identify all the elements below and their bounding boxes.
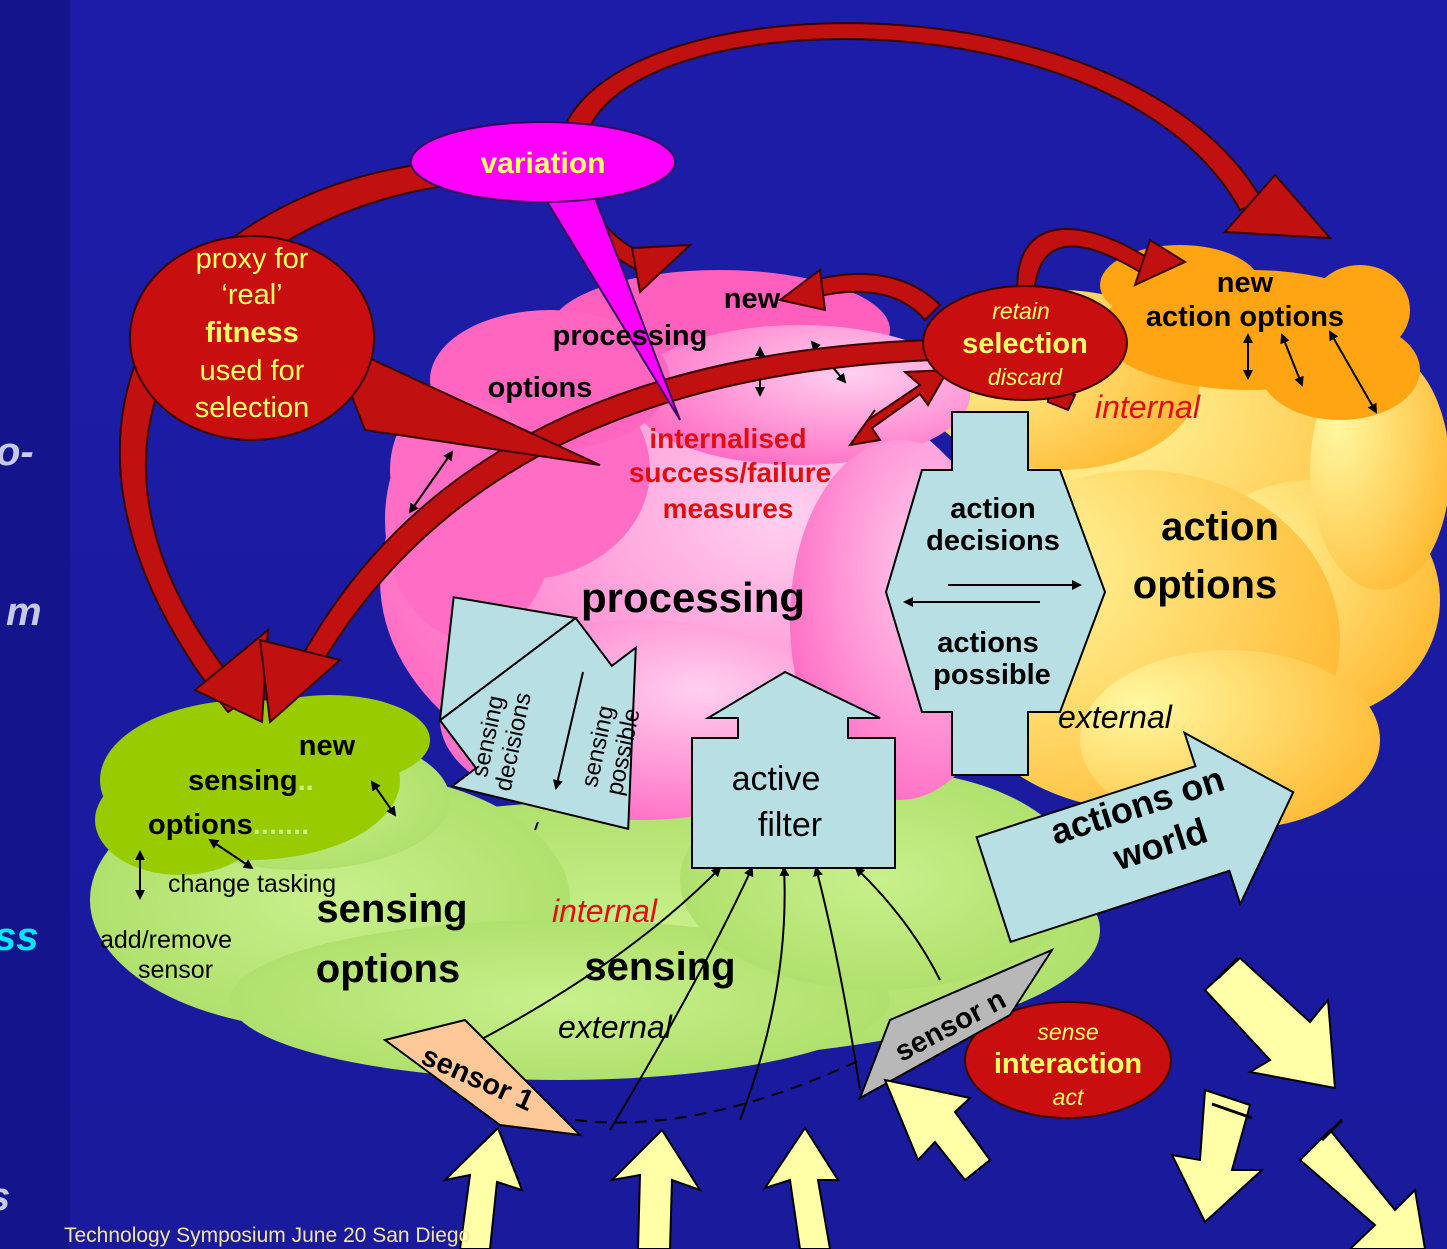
proxy-line-2: ‘real’ <box>221 279 282 311</box>
sensor-input-arrows <box>479 866 941 1131</box>
sidebar-fragment: m <box>6 590 42 634</box>
variation-label: variation <box>480 147 605 180</box>
sidebar-fragment: s <box>0 1175 10 1220</box>
new-processing-new: new <box>724 283 781 315</box>
active-filter-arrow <box>691 670 896 869</box>
sidebar-fragment: ss <box>0 915 39 959</box>
new-processing-label: processing <box>553 320 708 352</box>
action-options-line-1: action <box>1161 505 1279 549</box>
external-sensing-label: external <box>558 1009 673 1045</box>
sensor-n-block <box>858 947 1055 1101</box>
sensing-decisions-arrow <box>438 596 637 831</box>
action-decisions-line-2: decisions <box>926 525 1060 557</box>
external-action-label: external...... <box>1058 699 1225 735</box>
sensor-1-label: sensor 1 <box>417 1040 539 1118</box>
internal-action-label: internal..... <box>1095 389 1244 425</box>
internalised-line-3: measures <box>663 493 794 524</box>
new-sensing-options: options....... <box>148 809 309 841</box>
new-action-new: new <box>1217 267 1274 299</box>
processing-label: processing <box>581 574 805 621</box>
double-arrows <box>135 330 1377 900</box>
sense-label: sense <box>1037 1019 1098 1045</box>
selection-label: selection <box>962 328 1088 360</box>
action-decisions-arrow <box>884 411 1107 776</box>
proxy-fitness-bubble <box>129 235 375 441</box>
new-sensing-options-cloud <box>95 695 430 875</box>
sensing-label: sensing <box>584 945 735 989</box>
active-filter-line-1: active <box>732 760 821 798</box>
variation-bubble <box>410 121 681 421</box>
selection-oval <box>922 285 1128 401</box>
sensing-options-line-2: options <box>316 947 460 991</box>
discard-label: discard <box>988 364 1063 390</box>
action-decisions-line-1: action <box>950 493 1035 525</box>
change-tasking-label: change tasking <box>168 870 336 898</box>
internalised-line-1: internalised <box>649 423 806 454</box>
new-processing-options: options <box>488 372 593 404</box>
new-sensing-new: new <box>299 730 356 762</box>
new-action-options: action options <box>1146 301 1344 333</box>
active-filter-line-2: filter <box>758 806 822 844</box>
internal-sensing-label: internal <box>552 893 658 929</box>
sensor-1-block <box>382 1018 583 1137</box>
action-options-line-2: options <box>1133 563 1277 607</box>
footer-text: Technology Symposium June 20 San Diego <box>64 1224 471 1247</box>
interaction-label: interaction <box>994 1048 1142 1080</box>
interaction-oval <box>964 1001 1172 1119</box>
act-label: act <box>1053 1084 1085 1110</box>
proxy-line-4: used for <box>200 355 305 387</box>
proxy-line-1: proxy for <box>196 243 309 275</box>
proxy-line-3: fitness <box>205 317 298 349</box>
world-arrows <box>441 956 1427 1249</box>
slide-sidebar <box>0 0 70 1249</box>
proxy-line-5: selection <box>195 392 309 424</box>
retain-label: retain <box>992 298 1050 324</box>
actions-possible-line-2: possible <box>933 659 1051 691</box>
internalised-line-2: success/failure <box>629 457 831 488</box>
actions-on-world-arrow <box>975 730 1295 944</box>
actions-possible-line-1: actions <box>937 627 1039 659</box>
sensor-word-label: sensor <box>138 956 213 984</box>
new-sensing-label: sensing.. <box>188 765 314 797</box>
sidebar-fragment: o- <box>0 430 34 474</box>
sensing-options-line-1: sensing <box>316 887 467 931</box>
add-remove-label: add/remove <box>100 926 232 954</box>
